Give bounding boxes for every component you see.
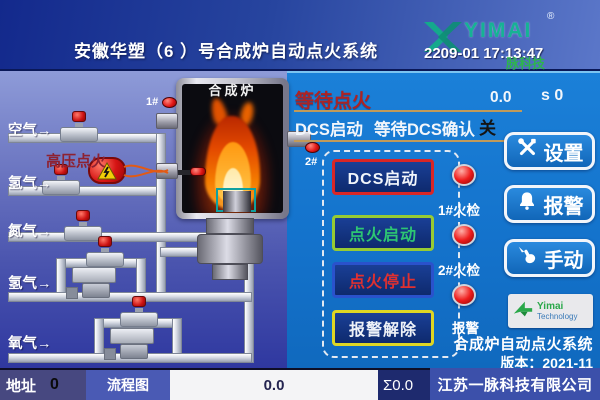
alarm-indicator-label: 报警 [452, 321, 479, 336]
hydrogen-2-motor-valve [66, 267, 116, 299]
alarm-button[interactable]: 报警 [504, 185, 595, 223]
yimai-footer-logo-icon [512, 298, 534, 325]
yimai-footer-logo: Yimai Technology [508, 294, 593, 328]
gas-label-oxygen: 氧气→ [8, 336, 52, 352]
burner-tube [223, 191, 251, 212]
yimai-logo-subtext: 脉科技 [506, 56, 546, 71]
value-display-box[interactable]: 0.0 [170, 368, 378, 400]
dcs-start-text: DCS启动 [295, 121, 363, 139]
alarm-indicator [452, 284, 476, 306]
hydrogen-1-valve [42, 164, 80, 195]
status-mode-text: 等待点火 [295, 91, 372, 112]
manual-label: 手动 [543, 249, 584, 272]
pipe-riser-left [156, 133, 166, 297]
bottom-bar: 地址 0 流程图 0.0 Σ0.0 江苏一脉科技有限公司 [0, 368, 600, 400]
hydrogen-2-bypass-valve [86, 236, 124, 267]
furnace-nozzle-right [287, 131, 311, 147]
total-value-display: Σ0.0 [378, 368, 430, 400]
flame-detector-2-indicator [452, 224, 476, 246]
flame-detector-1-label: 1#火检 [438, 203, 481, 218]
settings-label: 设置 [543, 142, 584, 165]
footer-logo-line2: Technology [537, 311, 578, 321]
igniter-rod [178, 170, 192, 175]
company-name: 江苏一脉科技有限公司 [430, 368, 600, 400]
alarm-label: 报警 [543, 195, 584, 218]
furnace-flange [197, 234, 263, 264]
ignition-start-button[interactable]: 点火启动 [332, 215, 434, 251]
ignition-wire-lines [122, 160, 170, 189]
furnace-label: 合成炉 [208, 83, 257, 98]
flame-detector-2-label: 2#火检 [438, 263, 481, 278]
yimai-logo-text: YIMAI [464, 19, 533, 42]
datetime-display: 2209-01 17:13:47 [424, 45, 544, 62]
gas-label-air: 空气→ [8, 123, 52, 139]
bell-icon [516, 190, 538, 218]
gas-label-nitrogen: 氮气→ [8, 224, 52, 240]
version-text: 版本：2021-11 [500, 355, 593, 371]
tools-icon [516, 137, 538, 165]
status-seconds: s 0 [541, 87, 564, 104]
yimai-x-icon [420, 15, 466, 64]
pipe-furnace-feed [160, 247, 200, 257]
detector-tag-1: 1# [146, 96, 159, 108]
status-value: 0.0 [490, 89, 512, 106]
hv-igniter-device [88, 157, 126, 184]
gas-label-hydrogen-2: 氢气→ [8, 276, 52, 292]
oxygen-bypass-valve [120, 296, 158, 327]
nitrogen-valve [64, 210, 102, 241]
ignition-stop-button[interactable]: 点火停止 [332, 262, 434, 298]
settings-button[interactable]: 设置 [504, 132, 595, 170]
pipe-hydrogen-2 [8, 292, 252, 302]
furnace-chamber [182, 84, 283, 213]
status-underline-1 [294, 110, 522, 112]
detector-2-indicator [305, 142, 320, 153]
furnace-neck [206, 218, 254, 234]
status-underline-2 [294, 140, 550, 142]
furnace-nozzle-left-top [156, 113, 178, 129]
hand-click-icon [516, 244, 538, 272]
warning-lightning-icon [97, 161, 117, 179]
manual-button[interactable]: 手动 [504, 239, 595, 277]
header-bar [0, 0, 600, 71]
detector-tag-2: 2# [305, 156, 318, 168]
address-section: 地址 0 [0, 368, 86, 400]
burner-outline [216, 188, 256, 212]
address-label: 地址 [6, 377, 37, 395]
air-valve [60, 111, 98, 142]
dcs-wait-text: 等待DCS确认 [374, 121, 475, 139]
dcs-start-button[interactable]: DCS启动 [332, 159, 434, 195]
gas-label-hydrogen-1: 氢气→ [8, 176, 52, 192]
furnace-outlet [212, 264, 248, 280]
oxygen-motor-valve [104, 328, 154, 360]
dcs-flag: 关 [479, 119, 496, 138]
flame-detector-1-indicator [452, 164, 476, 186]
detector-1-indicator [162, 97, 177, 108]
registered-mark: ® [547, 11, 555, 22]
page-title: 安徽华塑（6 ）号合成炉自动点火系统 [74, 42, 379, 61]
hv-ignition-label: 高压点火 [46, 153, 107, 170]
system-name: 合成炉自动点火系统 [453, 336, 593, 353]
flow-diagram-button[interactable]: 流程图 [86, 368, 170, 400]
alarm-reset-button[interactable]: 报警解除 [332, 310, 434, 346]
control-button-group [322, 150, 460, 358]
footer-logo-line1: Yimai [537, 300, 564, 312]
furnace: 合成炉 [176, 78, 289, 219]
address-value[interactable]: 0 [50, 376, 59, 393]
igniter-tip [190, 167, 206, 176]
